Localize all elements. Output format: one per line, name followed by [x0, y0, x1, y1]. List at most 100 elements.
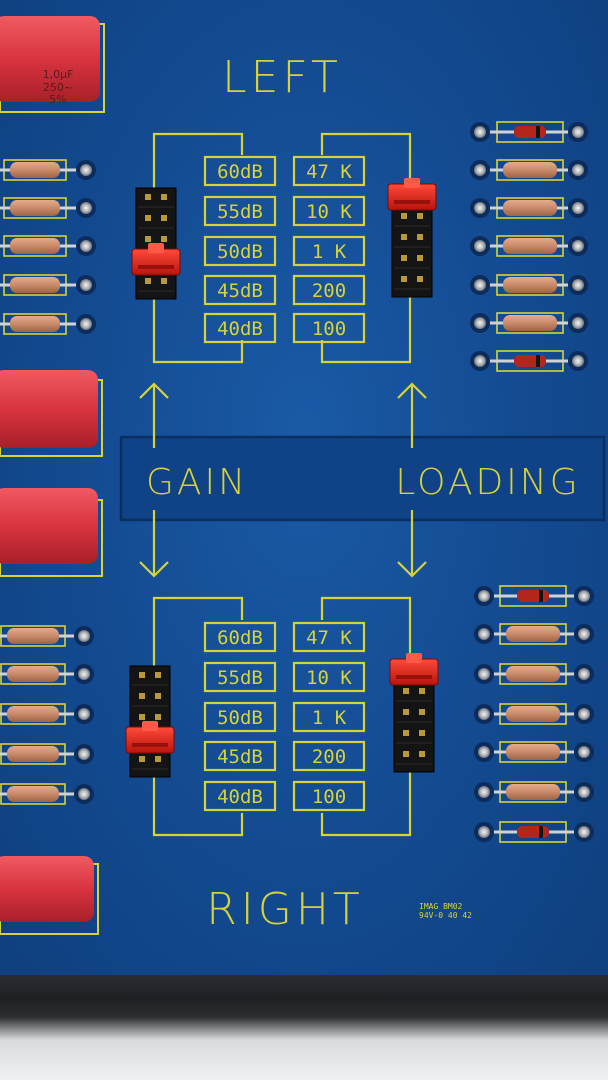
header-pin	[161, 215, 167, 221]
loading-option: 200	[312, 280, 346, 302]
gain-options-top: 60dB 55dB 50dB 45dB 40dB	[203, 155, 277, 344]
jumper-shunt[interactable]	[125, 721, 175, 754]
header-pin	[145, 215, 151, 221]
header-pin	[417, 213, 423, 219]
solder-pad	[572, 202, 584, 214]
solder-pad	[578, 826, 590, 838]
header-pin	[401, 255, 407, 261]
pin-header	[389, 653, 439, 773]
solder-pad	[572, 279, 584, 291]
solder-pad	[78, 630, 90, 642]
capacitor-4	[0, 856, 99, 935]
solder-pad	[572, 240, 584, 252]
solder-pad	[80, 202, 92, 214]
pin-header	[387, 178, 437, 298]
capacitor-3	[0, 488, 103, 577]
section-band	[119, 435, 606, 522]
loading-options-top: 47 K 10 K 1 K 200 100	[292, 155, 366, 344]
header-pin	[145, 278, 151, 284]
loading-option: 10 K	[306, 201, 352, 223]
resistor	[470, 197, 588, 219]
resistor	[0, 783, 94, 805]
header-pin	[155, 714, 161, 720]
solder-pad	[578, 746, 590, 758]
gain-option: 40dB	[217, 318, 263, 340]
resistor	[0, 313, 96, 335]
pin-header	[125, 665, 175, 778]
loading-option: 47 K	[306, 161, 352, 183]
solder-pad	[578, 668, 590, 680]
capacitor-text: 1,0µF	[43, 68, 74, 81]
left-heading: LEFT	[222, 52, 342, 103]
loading-option: 200	[312, 746, 346, 768]
solder-pad	[572, 355, 584, 367]
jumper-shunt[interactable]	[131, 243, 181, 276]
solder-pad	[478, 826, 490, 838]
solder-pad	[478, 590, 490, 602]
header-pin	[139, 756, 145, 762]
solder-pad	[478, 786, 490, 798]
header-pin	[403, 751, 409, 757]
header-pin	[155, 672, 161, 678]
header-pin	[419, 751, 425, 757]
capacitor-text: 250~	[43, 81, 73, 94]
right-heading: RIGHT	[206, 884, 364, 935]
resistor	[0, 274, 96, 296]
resistor	[0, 159, 96, 181]
board-id-sub: 94V-0 40 42	[419, 911, 472, 920]
solder-pad	[572, 126, 584, 138]
solder-pad	[474, 126, 486, 138]
solder-pad	[474, 355, 486, 367]
resistor	[474, 663, 594, 685]
header-pin	[417, 234, 423, 240]
solder-pad	[474, 279, 486, 291]
solder-pad	[478, 668, 490, 680]
solder-pad	[578, 590, 590, 602]
header-pin	[155, 693, 161, 699]
solder-pad	[474, 317, 486, 329]
resistors	[0, 121, 594, 843]
diode	[474, 821, 594, 843]
loading-options-bottom: 47 K 10 K 1 K 200 100	[292, 621, 366, 812]
resistor	[470, 274, 588, 296]
gain-option: 40dB	[217, 786, 263, 808]
resistor	[0, 197, 96, 219]
header-pin	[161, 278, 167, 284]
solder-pad	[78, 708, 90, 720]
loading-option: 1 K	[312, 241, 347, 263]
diode	[470, 350, 588, 372]
solder-pad	[80, 279, 92, 291]
header-pin	[401, 276, 407, 282]
header-pin	[155, 756, 161, 762]
loading-option: 47 K	[306, 627, 352, 649]
resistor	[0, 743, 94, 765]
jumper-shunt[interactable]	[389, 653, 439, 686]
solder-pad	[474, 202, 486, 214]
header-pin	[419, 730, 425, 736]
resistor	[0, 703, 94, 725]
solder-pad	[78, 788, 90, 800]
loading-option: 100	[312, 318, 346, 340]
solder-pad	[78, 668, 90, 680]
resistor	[474, 623, 594, 645]
header-pin	[403, 730, 409, 736]
pin-headers	[125, 178, 439, 778]
gain-option: 45dB	[217, 280, 263, 302]
resistor	[470, 159, 588, 181]
board-id: IMAG BM02	[419, 902, 463, 911]
header-pin	[417, 276, 423, 282]
header-pin	[401, 213, 407, 219]
header-pin	[401, 234, 407, 240]
jumper-shunt[interactable]	[387, 178, 437, 211]
gain-option: 55dB	[217, 201, 263, 223]
header-pin	[403, 688, 409, 694]
capacitor-text: 5%	[49, 93, 66, 106]
solder-pad	[80, 240, 92, 252]
loading-option: 1 K	[312, 707, 347, 729]
gain-option: 55dB	[217, 667, 263, 689]
arrow-up-loading	[397, 382, 427, 448]
gain-option: 50dB	[217, 707, 263, 729]
solder-pad	[572, 164, 584, 176]
gain-heading: GAIN	[146, 462, 248, 503]
